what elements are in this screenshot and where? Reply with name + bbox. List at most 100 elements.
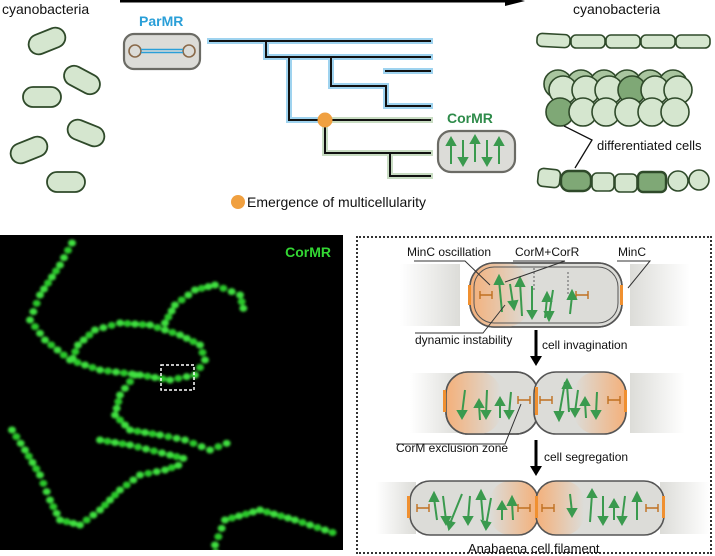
fluorescent-cell: [134, 443, 142, 451]
fluorescent-cell: [42, 488, 51, 496]
cell: [22, 86, 62, 108]
fluorescent-cell: [56, 261, 64, 269]
fluorescent-cell: [24, 452, 33, 460]
fluorescent-cell: [222, 439, 231, 447]
fluorescent-cell: [158, 375, 167, 383]
fluorescent-cell: [189, 338, 198, 346]
fluorescent-cell: [47, 341, 56, 349]
fluorescent-cell: [60, 254, 68, 262]
fluorescent-cell: [129, 476, 138, 484]
fluorescent-cell: [44, 279, 52, 287]
fluorescent-cell: [150, 447, 158, 455]
evolution-arrow-head: [505, 0, 525, 6]
fluorescent-cell: [96, 506, 104, 514]
fluorescent-cell: [56, 516, 64, 524]
fluorescent-cell: [99, 324, 108, 332]
fluorescent-cell: [89, 511, 98, 519]
fluorescent-cell: [171, 301, 179, 309]
fluorescent-cell: [131, 320, 139, 328]
fluorescent-cell: [21, 446, 29, 454]
fluorescent-cell: [36, 329, 44, 337]
fluorescent-cell: [118, 440, 127, 448]
cell: [63, 64, 101, 96]
fluorescent-cell: [197, 284, 206, 292]
fluorescent-cell: [270, 510, 278, 518]
fluorescent-cell: [313, 524, 322, 531]
fluorescent-cell: [181, 436, 189, 444]
fluorescent-cell: [174, 374, 183, 382]
fluorescent-cell: [71, 348, 80, 356]
fluorescent-cell: [64, 246, 72, 254]
fluorescent-cell: [16, 439, 25, 447]
fluorescent-cell: [52, 267, 60, 275]
fluorescent-cell: [26, 316, 34, 324]
fluorescent-cell: [114, 398, 123, 406]
fluorescent-cell: [116, 486, 124, 494]
unicellular-label: cyanobacteria: [2, 1, 90, 17]
fluorescent-cell: [79, 336, 88, 344]
fluorescent-cell: [126, 426, 134, 434]
fluorescent-cell: [256, 506, 264, 514]
fluorescent-cell: [96, 366, 104, 374]
fluorescent-cell: [249, 508, 257, 516]
fluorescent-cell: [107, 321, 116, 329]
fluorescent-cell: [211, 281, 219, 289]
pointer-lines: [563, 125, 593, 169]
fluorescent-cell: [88, 364, 97, 371]
legend-dot: [231, 195, 245, 209]
fluorescent-cell: [142, 445, 150, 453]
fluorescent-cell: [111, 491, 119, 499]
fluorescent-cell: [166, 451, 174, 459]
fluorescent-cell: [236, 291, 244, 299]
fluorescent-cell: [74, 341, 82, 349]
filament-multiseriate: [543, 69, 693, 127]
fluorescent-cell: [196, 364, 204, 371]
fluorescent-cell: [46, 496, 54, 504]
fluorescent-cell: [104, 367, 112, 375]
fluorescent-cell: [197, 443, 206, 451]
minc-oscillation-label: MinC oscillation: [407, 245, 492, 259]
fluorescent-cell: [176, 331, 184, 339]
fluorescent-cell: [191, 371, 199, 379]
fluorescent-cell: [141, 429, 149, 436]
cormr-label: CorMR: [447, 110, 493, 126]
fluorescent-cell: [174, 461, 183, 469]
exclusion-zone-label: CorM exclusion zone: [396, 441, 509, 455]
fluorescent-cell: [28, 459, 37, 466]
fluorescent-cell: [32, 299, 41, 307]
fluorescent-cell: [91, 326, 99, 334]
fluorescent-cell: [151, 374, 159, 381]
fluorescent-cell: [101, 501, 109, 509]
fluorescent-cell: [161, 319, 169, 327]
fluorescent-cell: [39, 479, 48, 487]
phylogenetic-tree: [207, 38, 433, 179]
fluorescent-cell: [284, 514, 292, 522]
fluorescence-micrograph: CorMR: [0, 235, 343, 550]
fluorescent-cell: [161, 466, 169, 474]
legend-label: Emergence of multicellularity: [247, 194, 426, 210]
fluorescent-cell: [8, 426, 16, 434]
cell-segregation-label: cell segregation: [544, 450, 629, 464]
fluorescent-cell: [164, 433, 173, 441]
fluorescent-cell: [133, 427, 142, 435]
fluorescent-cell: [136, 471, 144, 479]
fluorescent-cell: [52, 509, 61, 517]
evolution-diagram: [9, 0, 711, 209]
fluorescent-cell: [196, 341, 204, 349]
fluorescent-cell: [164, 313, 173, 321]
fluorescent-cell: [103, 437, 112, 445]
fluorescent-cell: [69, 519, 78, 527]
fluorescent-cell: [172, 453, 181, 461]
filament-straight: [536, 32, 711, 49]
fluorescent-cell: [168, 329, 177, 336]
fluorescent-cell: [227, 288, 236, 296]
multicellular-label: cyanobacteria: [573, 1, 661, 17]
fluorescent-cell: [166, 376, 174, 384]
fluorescent-cell: [167, 464, 176, 472]
fluorescent-cell: [143, 372, 152, 380]
fluorescent-cell: [112, 368, 120, 376]
fluorescent-cell: [29, 308, 38, 316]
fluorescent-cell: [152, 468, 161, 476]
parmr-label: ParMR: [139, 13, 184, 29]
fluorescent-cell: [82, 516, 91, 524]
